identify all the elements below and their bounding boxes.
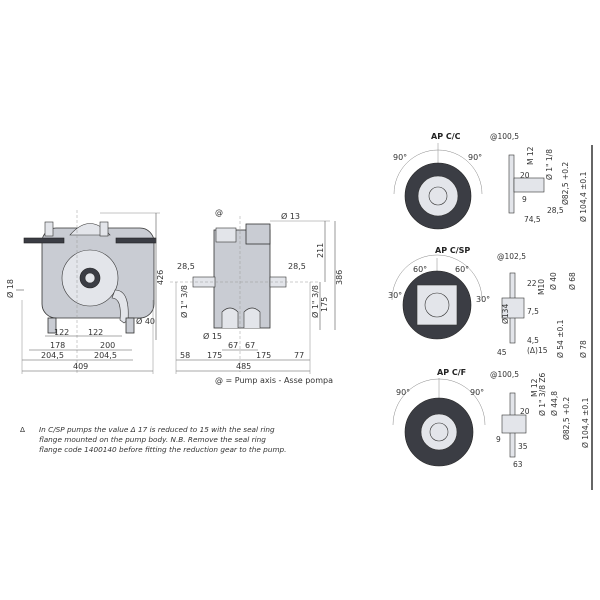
label-d68: Ø 68 [568,272,577,290]
dim-211: 211 [316,243,325,258]
axis-distance: @100,5 [490,370,519,379]
flange-title: AP C/F [437,368,466,377]
dim-28-5-left: 28,5 [177,262,195,271]
angle-right-outer: 30° [476,295,490,304]
dim-d15: Ø 15 [203,331,222,341]
label-d104: Ø 104,4 ±0.1 [579,171,588,222]
label-d134: Ø134 [501,304,510,324]
flange-title: AP C/SP [435,246,470,255]
label-m12: M 12 [526,146,535,165]
flange-ap-cf: AP C/F 90° 90° @100,5 M 12 20 9 35 63 Ø … [392,368,590,469]
axis-symbol: @ [215,208,223,217]
label-d104: Ø 104,4 ±0.1 [581,397,590,448]
angle-left: 60° [413,265,427,274]
label-45: 45 [497,348,507,357]
dim-386: 386 [335,270,344,285]
delta-symbol: Δ [20,425,25,434]
angle-left: 90° [393,153,407,162]
dim-122-right: 122 [88,328,103,337]
label-delta-15: (Δ)15 [527,346,548,355]
dim-204-5-right: 204,5 [94,351,117,360]
flange-ap-cc: AP C/C 90° 90° @100,5 M 12 20 9 28,5 74,… [393,132,588,230]
label-63: 63 [513,460,523,469]
label-shaft: Ø 1" 3/8 Z6 [538,373,547,416]
angle-left: 90° [396,388,410,397]
dim-d13: Ø 13 [281,211,300,221]
pump-front-view [23,210,157,375]
dim-28-5-right: 28,5 [288,262,306,271]
dim-175-right: 175 [256,351,271,360]
pump-side-view [170,216,320,372]
label-d82: Ø82,5 +0.2 [562,397,571,440]
dim-122-left: 122 [54,328,69,337]
label-74-5: 74,5 [524,215,541,224]
dim-shaft-right: Ø 1" 3/8 [310,285,320,318]
label-20: 20 [520,407,530,416]
footnote-text: In C/SP pumps the value Δ 17 is reduced … [39,425,287,454]
dim-67-right: 67 [245,341,255,350]
label-m12: M 12 [530,378,539,397]
label-20: 20 [520,171,530,180]
dim-409: 409 [73,362,88,371]
dim-485: 485 [236,362,251,371]
label-d44: Ø 44,8 [550,391,559,416]
dim-426: 426 [156,270,165,285]
angle-right: 60° [455,265,469,274]
dim-d18: Ø 18 [5,279,15,298]
label-9: 9 [496,435,501,444]
dim-200: 200 [100,341,115,350]
angle-right: 90° [470,388,484,397]
pump-axis-legend: @ = Pump axis - Asse pompa [215,376,333,385]
dim-178: 178 [50,341,65,350]
label-4-5: 4,5 [527,336,539,345]
label-d54: Ø 54 ±0.1 [556,319,565,358]
dim-175-left: 175 [207,351,222,360]
label-d40: Ø 40 [549,272,558,290]
label-d82: Ø82,5 +0.2 [561,162,570,205]
dim-d40: Ø 40 [136,316,155,326]
dim-204-5-left: 204,5 [41,351,64,360]
label-shaft: Ø 1" 1/8 [545,149,554,180]
side-view-dimensions: @ Ø 13 211 386 175 28,5 28,5 Ø 1" 3/8 Ø … [175,208,344,385]
angle-right: 90° [468,153,482,162]
label-35: 35 [518,442,528,451]
angle-left-outer: 30° [388,291,402,300]
axis-distance: @100,5 [490,132,519,141]
label-22: 22 [527,279,537,288]
flange-ap-csp: AP C/SP 60° 60° 30° 30° @102,5 22 M10 Ø … [388,246,588,358]
front-view-dimensions: 426 Ø 18 Ø 40 122 122 178 200 204,5 204,… [5,212,165,374]
flange-title: AP C/C [431,132,461,141]
dim-shaft-left: Ø 1" 3/8 [179,285,189,318]
label-7-5: 7,5 [527,307,539,316]
dim-175-vertical: 175 [320,297,329,312]
dim-77: 77 [294,351,304,360]
dim-67-left: 67 [228,341,238,350]
label-28-5: 28,5 [547,206,564,215]
label-m10: M10 [537,279,546,295]
dim-58: 58 [180,351,190,360]
axis-distance: @102,5 [497,252,526,261]
label-9: 9 [522,195,527,204]
label-d78: Ø 78 [579,340,588,358]
